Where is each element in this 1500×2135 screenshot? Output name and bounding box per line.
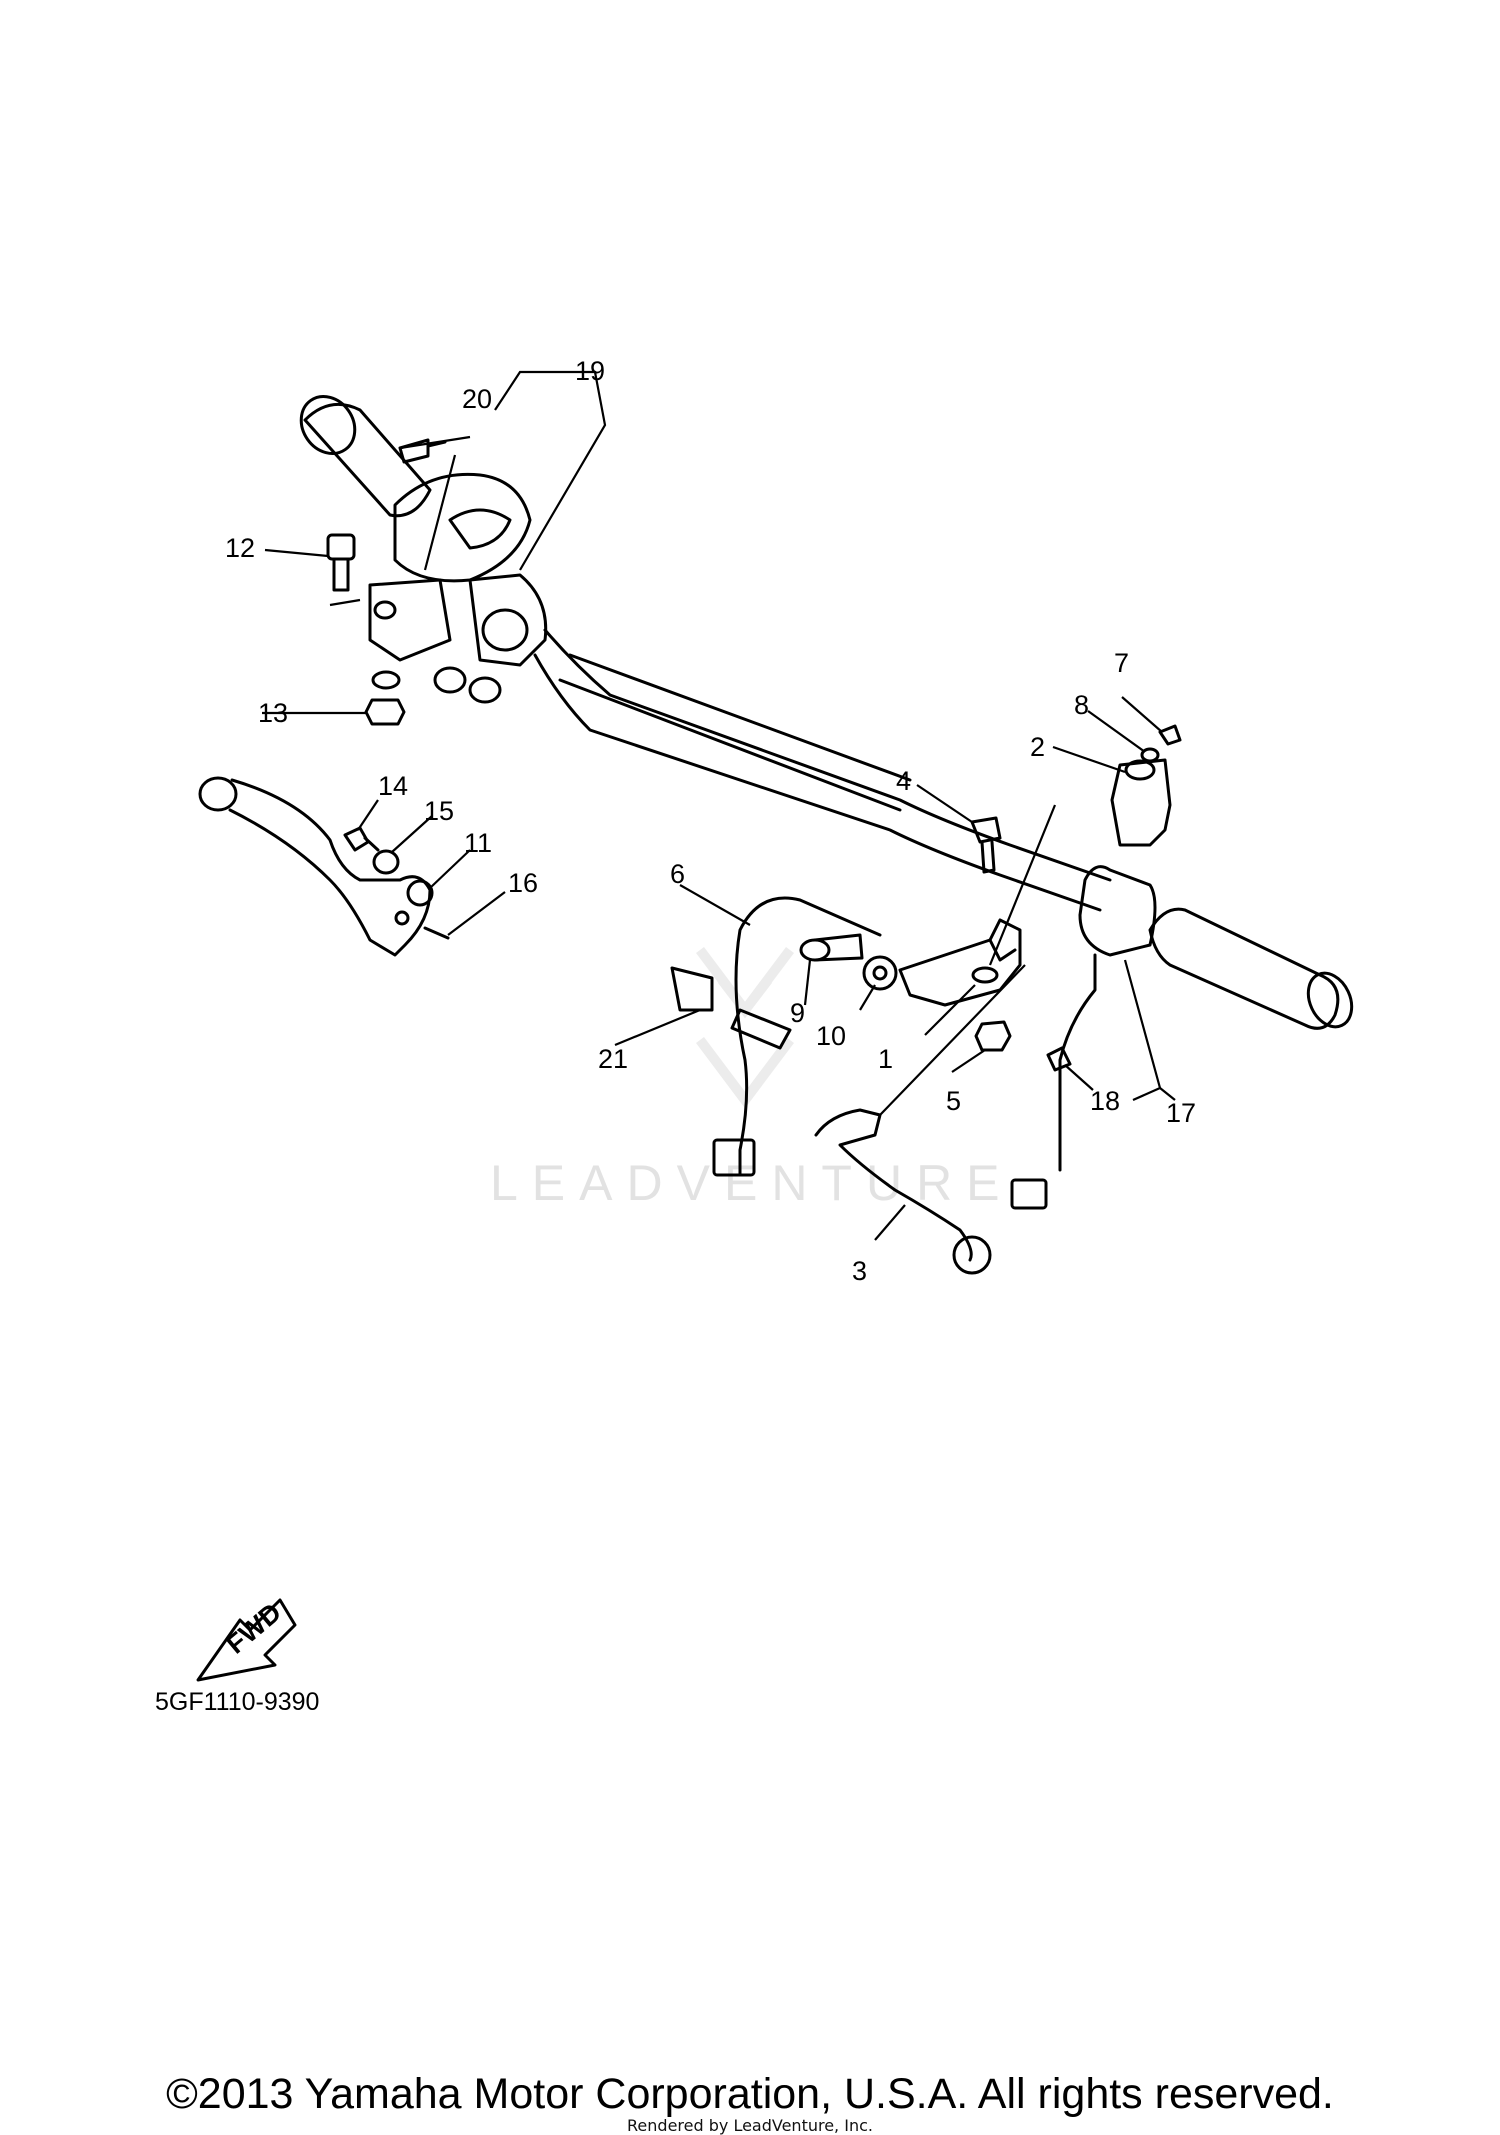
right-grip <box>1148 907 1354 1030</box>
part-10 <box>862 955 898 991</box>
bolt-4 <box>970 816 1002 874</box>
copyright-notice: ©2013 Yamaha Motor Corporation, U.S.A. A… <box>166 2070 1334 2118</box>
lever-3 <box>814 1108 992 1275</box>
watermark-text: LEADVENTURE <box>490 1155 1014 1211</box>
callout-2: 2 <box>1030 732 1045 762</box>
callout-8: 8 <box>1074 690 1089 720</box>
handlebar <box>533 628 1112 912</box>
nut-13 <box>364 670 406 726</box>
callout-9: 9 <box>790 998 805 1028</box>
left-grip <box>299 395 432 518</box>
drawing-number: 5GF1110-9390 <box>155 1688 319 1716</box>
callout-4: 4 <box>896 766 911 796</box>
cable-6 <box>712 896 882 1177</box>
bolt-12 <box>326 533 356 592</box>
callout-3: 3 <box>852 1256 867 1286</box>
leader-lines <box>262 370 1176 1241</box>
screw-7 <box>1158 724 1182 746</box>
screw-16 <box>423 926 450 940</box>
callout-20: 20 <box>462 384 492 414</box>
nut-15 <box>372 849 400 875</box>
callout-11: 11 <box>464 828 492 858</box>
callout-10: 10 <box>816 1021 846 1051</box>
nut-5 <box>974 1020 1012 1052</box>
callout-1: 1 <box>878 1044 893 1074</box>
callout-12: 12 <box>225 533 255 563</box>
switch-17 <box>1010 865 1157 1210</box>
callout-19: 19 <box>575 356 605 386</box>
screw-20 <box>398 438 447 464</box>
cable-holder-21 <box>670 966 792 1050</box>
callout-14: 14 <box>378 771 408 801</box>
screw-18 <box>1046 1046 1072 1072</box>
bolt-14 <box>343 826 380 852</box>
part-9 <box>799 933 864 962</box>
callout-13: 13 <box>258 698 288 728</box>
callout-5: 5 <box>946 1086 961 1116</box>
washer-8 <box>1140 747 1160 763</box>
left-lever-11 <box>198 776 434 957</box>
fwd-arrow: FWD <box>196 1597 297 1682</box>
callout-18: 18 <box>1090 1086 1120 1116</box>
perch-bracket-1 <box>898 918 1022 1007</box>
callout-6: 6 <box>670 859 685 889</box>
callout-7: 7 <box>1114 648 1129 678</box>
callout-17: 17 <box>1166 1098 1196 1128</box>
callout-16: 16 <box>508 868 538 898</box>
callout-21: 21 <box>598 1044 628 1074</box>
callout-15: 15 <box>424 796 454 826</box>
fwd-label: FWD <box>221 1597 287 1660</box>
callouts: 19 20 12 13 14 15 11 16 6 7 8 2 4 9 10 1… <box>225 356 1196 1286</box>
watermark: LEADVENTURE <box>490 947 1014 1211</box>
rendered-by-notice: Rendered by LeadVenture, Inc. <box>627 2116 873 2135</box>
bracket-2 <box>1110 758 1172 847</box>
left-switch-housing <box>368 472 548 704</box>
